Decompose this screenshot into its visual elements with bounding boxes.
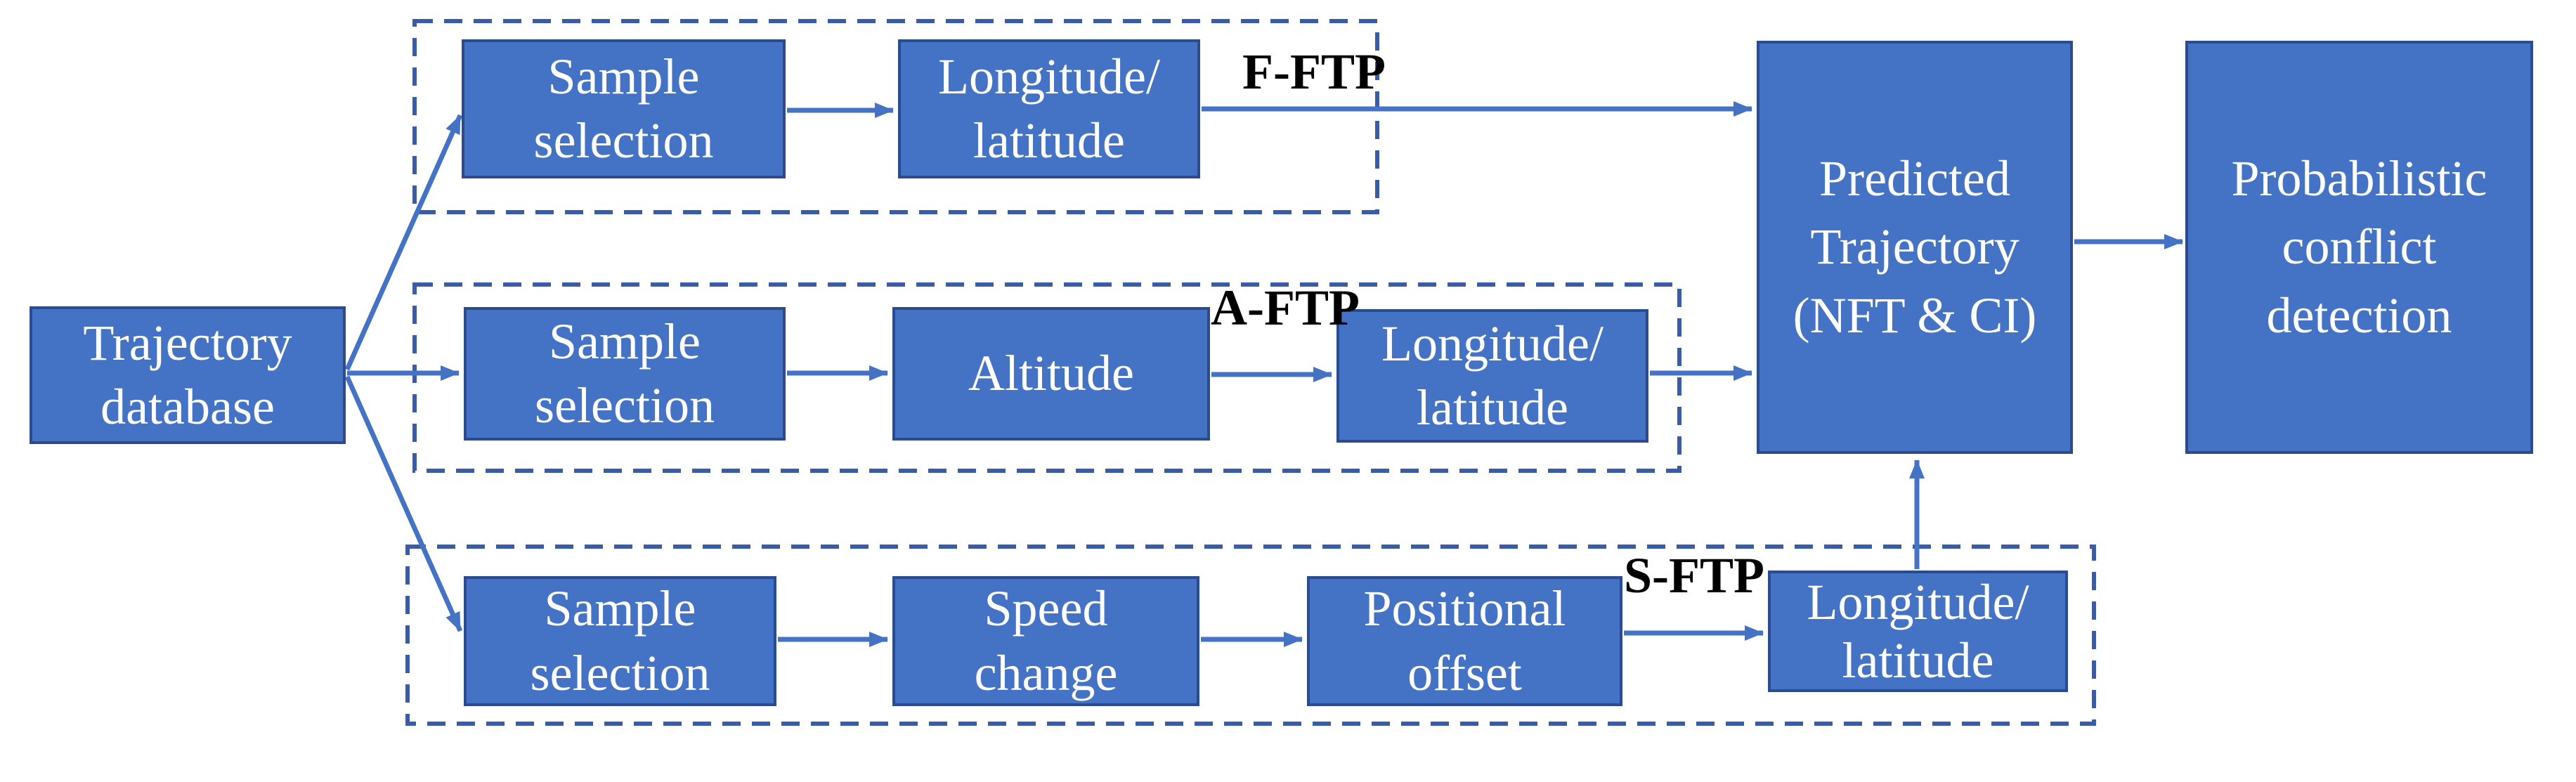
box-trajectory-database: Trajectory database [30,306,346,444]
arrow-database-to-bottom-sample [344,375,463,632]
box-probabilistic-conflict-detection: Probabilistic conflict detection [2185,41,2533,454]
box-sample-selection-bottom: Sample selection [464,576,776,706]
dashed-group-f-ftp [412,19,1379,214]
box-sample-selection-top: Sample selection [462,39,786,178]
dashed-group-s-ftp [405,545,2096,726]
dashed-group-a-ftp [412,282,1681,473]
box-predicted-trajectory: Predicted Trajectory (NFT & CI) [1757,41,2073,454]
box-speed-change: Speed change [892,576,1199,706]
box-longitude-latitude-top: Longitude/ latitude [898,39,1200,178]
arrow-database-to-top-sample [344,114,463,371]
label-s-ftp: S-FTP [1624,547,1765,604]
box-sample-selection-mid: Sample selection [464,307,786,441]
box-longitude-latitude-bottom: Longitude/ latitude [1768,571,2068,692]
box-longitude-latitude-mid: Longitude/ latitude [1336,309,1648,443]
box-positional-offset: Positional offset [1307,576,1622,706]
box-altitude: Altitude [892,307,1210,441]
label-f-ftp: F-FTP [1242,44,1386,100]
label-a-ftp: A-FTP [1211,280,1360,336]
